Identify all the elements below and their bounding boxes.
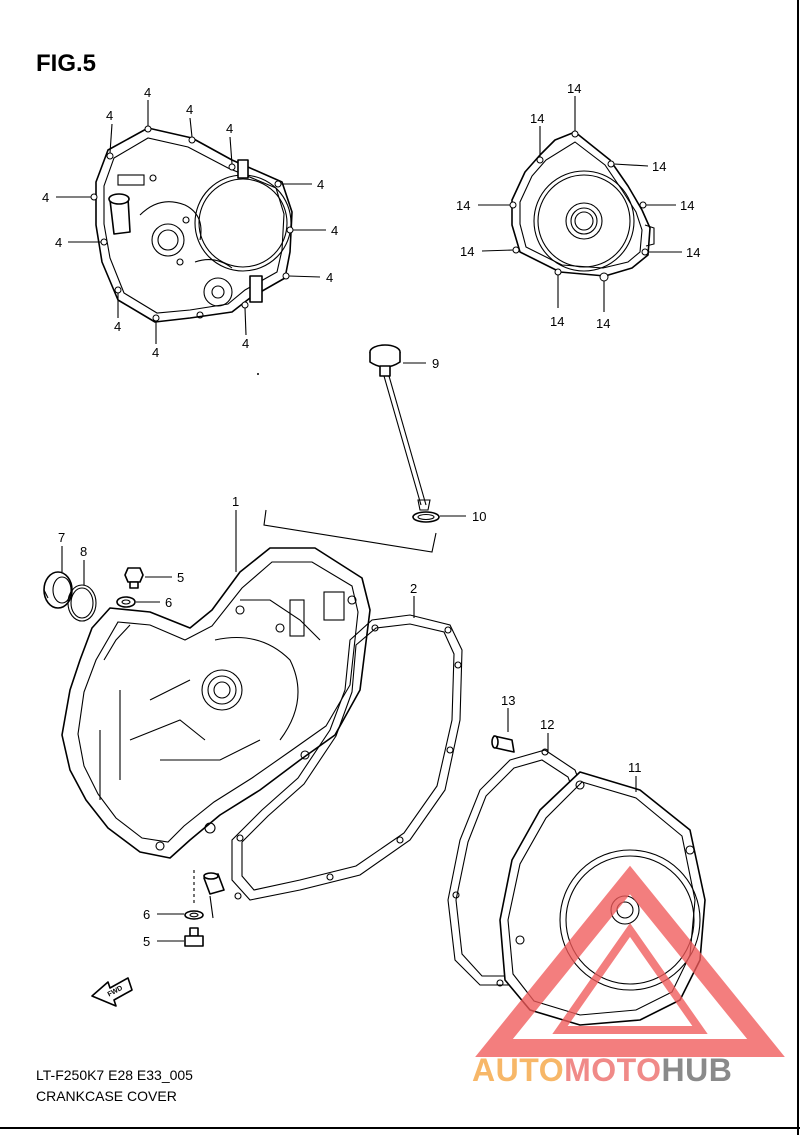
callout-1: 1 (232, 494, 239, 509)
callout-12: 12 (540, 717, 554, 732)
callout-10: 10 (472, 509, 486, 524)
callout-leaders-14 (478, 96, 682, 312)
callout-13: 13 (501, 693, 515, 708)
callout-4: 4 (226, 121, 233, 136)
crankcase-cover-drawing (61, 547, 371, 859)
leader-3 (209, 895, 214, 919)
watermark-auto: AUTO (472, 1052, 565, 1088)
magneto-small-bolt-holes (509, 130, 649, 282)
dowel-pin-13-drawing (491, 735, 515, 753)
fwd-arrow-icon: FWD (91, 977, 133, 1007)
callout-9: 9 (432, 356, 439, 371)
callout-14: 14 (567, 81, 581, 96)
dowel-pin-3-drawing (203, 872, 225, 895)
callout-4: 4 (55, 235, 62, 250)
callout-4: 4 (186, 102, 193, 117)
callout-leaders-4 (56, 100, 326, 344)
callout-14: 14 (686, 245, 700, 260)
callout-14: 14 (652, 159, 666, 174)
bolt-5-bottom-drawing (184, 927, 204, 947)
callout-5: 5 (143, 934, 150, 949)
callout-4: 4 (331, 223, 338, 238)
section-name-label: CRANKCASE COVER (36, 1088, 177, 1104)
o-ring-10-drawing (412, 511, 440, 523)
clutch-cover-drawing (95, 127, 293, 323)
bracket-leader (263, 509, 437, 553)
watermark-moto: MOTO (564, 1052, 662, 1088)
callout-4: 4 (42, 190, 49, 205)
callout-6: 6 (143, 907, 150, 922)
callout-7: 7 (58, 530, 65, 545)
callout-2: 2 (410, 581, 417, 596)
callout-4: 4 (317, 177, 324, 192)
magneto-cover-small-drawing (511, 131, 655, 277)
dipstick-drawing (369, 344, 431, 511)
callout-14: 14 (680, 198, 694, 213)
callout-4: 4 (152, 345, 159, 360)
watermark-hub: HUB (661, 1052, 733, 1088)
oil-seal-7-drawing (43, 571, 73, 609)
callout-4: 4 (114, 319, 121, 334)
watermark-logo: AUTOMOTOHUB (472, 1052, 732, 1089)
callout-6: 6 (165, 595, 172, 610)
washer-6-top-drawing (116, 596, 136, 608)
washer-6-bottom-drawing (184, 910, 204, 920)
callout-4: 4 (144, 85, 151, 100)
callout-4: 4 (106, 108, 113, 123)
o-ring-8-drawing (67, 584, 97, 622)
watermark-triangle-icon (475, 865, 785, 1057)
gasket-drawing (231, 614, 463, 901)
callout-5: 5 (177, 570, 184, 585)
callout-14: 14 (550, 314, 564, 329)
callout-14: 14 (456, 198, 470, 213)
callout-11: 11 (628, 760, 642, 775)
bolt-5-top-drawing (124, 567, 144, 589)
callout-14: 14 (530, 111, 544, 126)
callout-14: 14 (460, 244, 474, 259)
callout-8: 8 (80, 544, 87, 559)
model-code-label: LT-F250K7 E28 E33_005 (36, 1067, 193, 1083)
callout-4: 4 (242, 336, 249, 351)
callout-14: 14 (596, 316, 610, 331)
stray-mark (257, 373, 259, 375)
figure-title: FIG.5 (36, 50, 97, 77)
callout-4: 4 (326, 270, 333, 285)
